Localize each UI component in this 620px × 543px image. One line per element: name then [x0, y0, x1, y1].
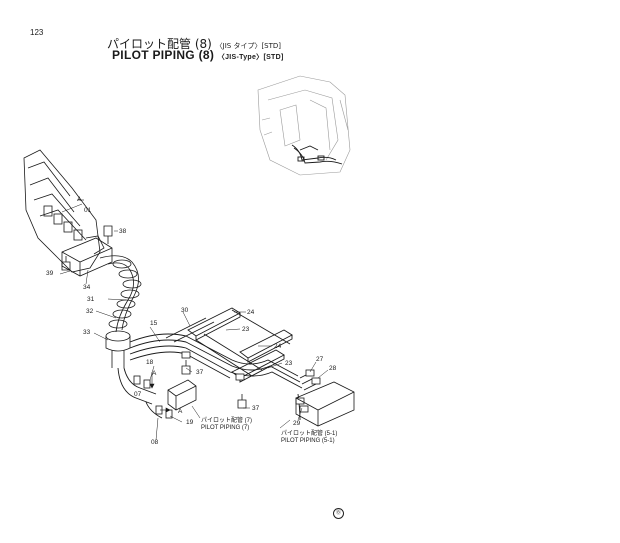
- control-valve-assembly: [23, 149, 105, 273]
- ref51-en: PILOT PIPING (5-1): [281, 438, 335, 444]
- pipe-fittings: [133, 351, 321, 419]
- title-en-sub: 〈JIS-Type〉[STD]: [217, 54, 284, 61]
- ref7-en: PILOT PIPING (7): [201, 425, 250, 431]
- callout-15: 15: [150, 320, 158, 327]
- callout-29: 29: [293, 420, 301, 427]
- callout-33: 33: [83, 329, 91, 336]
- reference-pilot-piping-7: パイロット配管 (7) PILOT PIPING (7): [201, 418, 252, 432]
- callout-31: 31: [87, 296, 95, 303]
- footer-mark: Ⓑ: [333, 508, 344, 519]
- view-arrows: [78, 199, 171, 413]
- callout-18: 18: [146, 359, 154, 366]
- coiled-hose-bundle: [99, 255, 142, 333]
- hose-grommet: [105, 330, 131, 368]
- callout-08: 08: [151, 439, 159, 446]
- page-title-english: PILOT PIPING (8) 〈JIS-Type〉[STD]: [112, 48, 284, 62]
- title-jp-sub: 〈JIS タイプ〉[STD]: [215, 42, 282, 50]
- inset-pipe-detail: [291, 144, 343, 165]
- connection-block-right: [295, 381, 355, 427]
- callout-28: 28: [329, 365, 337, 372]
- callout-39: 39: [46, 270, 54, 277]
- callout-23b: 23: [285, 360, 293, 367]
- callout-38: 38: [119, 228, 127, 235]
- title-en-main: PILOT PIPING (8): [112, 48, 215, 62]
- callout-32: 32: [86, 308, 94, 315]
- bracket-a: [167, 379, 197, 411]
- ref7-jp: パイロット配管 (7): [201, 418, 253, 424]
- support-bracket-frame: [165, 307, 293, 383]
- pilot-pipe-lines: [117, 333, 317, 421]
- callout-a2: A: [178, 408, 183, 415]
- title-jp-main: パイロット配管 (8): [107, 37, 212, 51]
- callout-27: 27: [316, 356, 324, 363]
- callout-01: 01: [84, 207, 92, 214]
- callout-34: 34: [83, 284, 91, 291]
- callout-07: 07: [134, 391, 142, 398]
- page-title-japanese: パイロット配管 (8) 〈JIS タイプ〉[STD]: [107, 35, 281, 52]
- machine-inset-view: [257, 75, 351, 176]
- callout-19: 19: [186, 419, 194, 426]
- callout-24b: 24: [274, 343, 282, 350]
- bolts: [61, 225, 247, 409]
- callout-a3: A: [77, 196, 82, 203]
- leader-lines: [59, 203, 329, 441]
- callout-30: 30: [181, 307, 189, 314]
- reference-pilot-piping-5-1: パイロット配管 (5-1) PILOT PIPING (5-1): [281, 431, 337, 445]
- callout-37a: 37: [196, 369, 204, 376]
- callout-23a: 23: [242, 326, 250, 333]
- callout-a1: A: [152, 370, 157, 377]
- ref51-jp: パイロット配管 (5-1): [281, 431, 338, 437]
- callout-24a: 24: [247, 309, 255, 316]
- page-number: 123: [30, 28, 44, 37]
- callout-37b: 37: [252, 405, 260, 412]
